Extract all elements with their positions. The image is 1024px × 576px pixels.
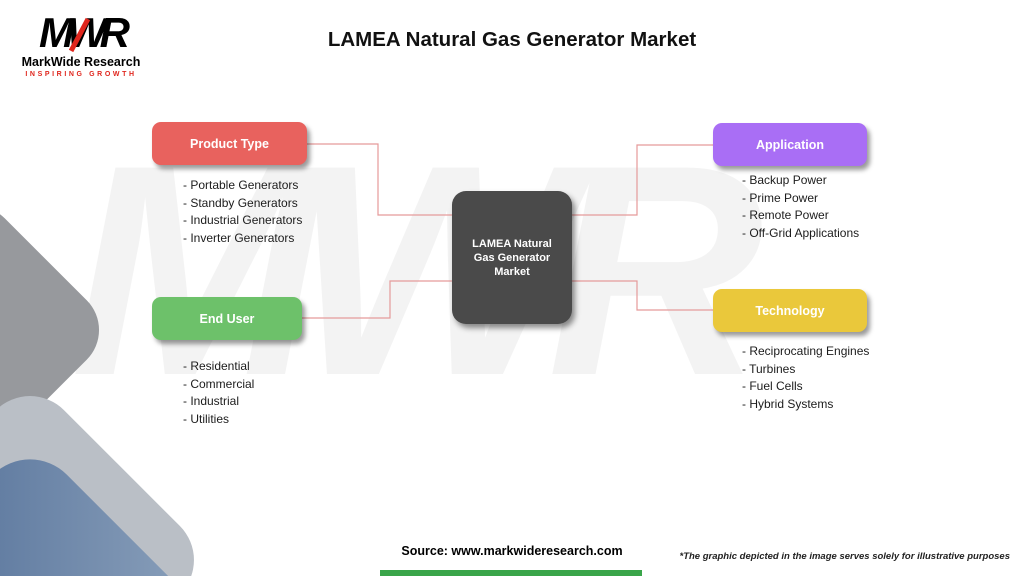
connector-technology bbox=[572, 280, 713, 311]
connector-product-type bbox=[307, 143, 452, 216]
list-item: - Residential bbox=[183, 359, 250, 373]
node-end-user: End User bbox=[152, 297, 302, 340]
product-type-list: - Portable Generators - Standby Generato… bbox=[183, 177, 302, 247]
node-end-user-label: End User bbox=[199, 311, 255, 326]
technology-list: - Reciprocating Engines - Turbines - Fue… bbox=[742, 343, 869, 413]
node-application: Application bbox=[713, 123, 867, 166]
connector-application bbox=[572, 144, 713, 216]
list-item: - Backup Power bbox=[742, 173, 827, 187]
list-item: - Utilities bbox=[183, 411, 230, 426]
center-node-label: LAMEA Natural Gas Generator Market bbox=[472, 237, 552, 278]
list-item: - Prime Power bbox=[742, 190, 819, 205]
logo-tagline: INSPIRING GROWTH bbox=[25, 71, 137, 78]
list-item: - Portable Generators bbox=[183, 178, 299, 192]
list-item: - Industrial bbox=[183, 394, 240, 408]
list-item: - Industrial Generators bbox=[183, 213, 303, 227]
node-technology: Technology bbox=[713, 289, 867, 332]
end-user-list: - Residential - Commercial - Industrial … bbox=[183, 358, 254, 428]
node-product-type: Product Type bbox=[152, 122, 307, 165]
list-item: - Reciprocating Engines bbox=[742, 344, 870, 358]
node-technology-label: Technology bbox=[755, 303, 825, 318]
list-item: - Hybrid Systems bbox=[742, 396, 834, 411]
node-application-label: Application bbox=[755, 137, 825, 152]
bottom-green-bar bbox=[380, 570, 642, 576]
center-node: LAMEA Natural Gas Generator Market bbox=[452, 191, 572, 324]
application-list: - Backup Power - Prime Power - Remote Po… bbox=[742, 172, 859, 242]
list-item: - Off-Grid Applications bbox=[742, 225, 860, 240]
connector-end-user bbox=[302, 280, 452, 319]
source-text: Source: www.markwideresearch.com bbox=[401, 544, 623, 558]
page-title: LAMEA Natural Gas Generator Market bbox=[327, 28, 697, 51]
logo-company-name: MarkWide Research bbox=[21, 55, 141, 69]
disclaimer-text: *The graphic depicted in the image serve… bbox=[679, 551, 1011, 562]
list-item: - Commercial bbox=[183, 376, 255, 391]
markwide-research-logo: MWR MarkWide Research INSPIRING GROWTH bbox=[20, 12, 142, 79]
node-product-type-label: Product Type bbox=[190, 136, 269, 151]
list-item: - Remote Power bbox=[742, 208, 829, 222]
list-item: - Fuel Cells bbox=[742, 379, 803, 393]
list-item: - Inverter Generators bbox=[183, 230, 295, 245]
background-watermark: MWR bbox=[70, 120, 970, 420]
list-item: - Turbines bbox=[742, 361, 796, 376]
list-item: - Standby Generators bbox=[183, 195, 298, 210]
